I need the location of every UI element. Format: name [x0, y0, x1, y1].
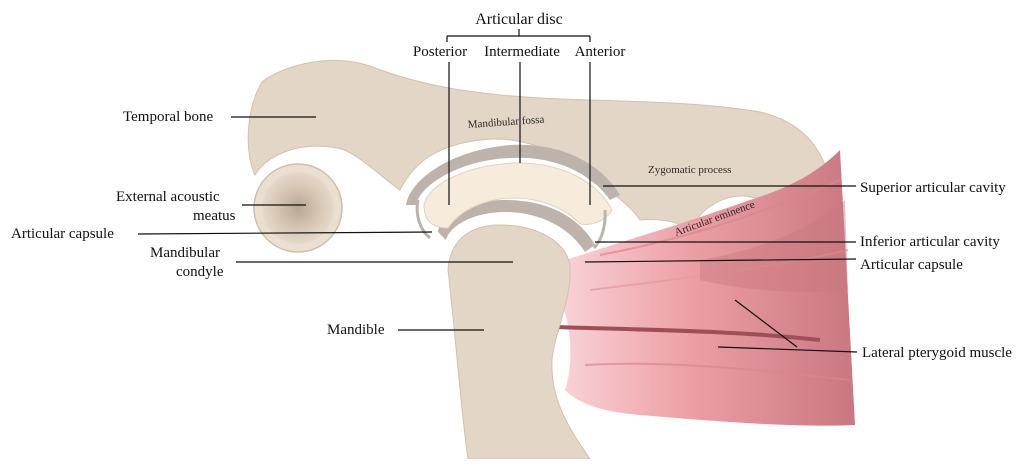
temporal-bone-label: Temporal bone [123, 109, 214, 125]
disc-intermediate-label: Intermediate [484, 44, 560, 60]
disc-anterior-label: Anterior [575, 44, 626, 60]
mandibular-condyle-label-line2: condyle [176, 264, 224, 280]
articular-capsule-left-label: Articular capsule [11, 226, 114, 242]
articular-capsule-right-label: Articular capsule [860, 257, 963, 273]
superior-articular-cavity-label: Superior articular cavity [860, 180, 1006, 196]
external-acoustic-meatus-label-line1: External acoustic [116, 189, 220, 205]
disc-posterior-label: Posterior [413, 44, 467, 60]
mandible-shape [448, 225, 590, 459]
external-acoustic-meatus-label-line2: meatus [193, 208, 236, 224]
lateral-pterygoid-muscle-label: Lateral pterygoid muscle [862, 345, 1012, 361]
mandible-label: Mandible [327, 322, 385, 338]
zygomatic-process-label: Zygomatic process [648, 164, 731, 176]
inferior-articular-cavity-label: Inferior articular cavity [860, 234, 1000, 250]
disc-title: Articular disc [475, 11, 563, 28]
mandibular-condyle-label-line1: Mandibular [150, 245, 220, 261]
